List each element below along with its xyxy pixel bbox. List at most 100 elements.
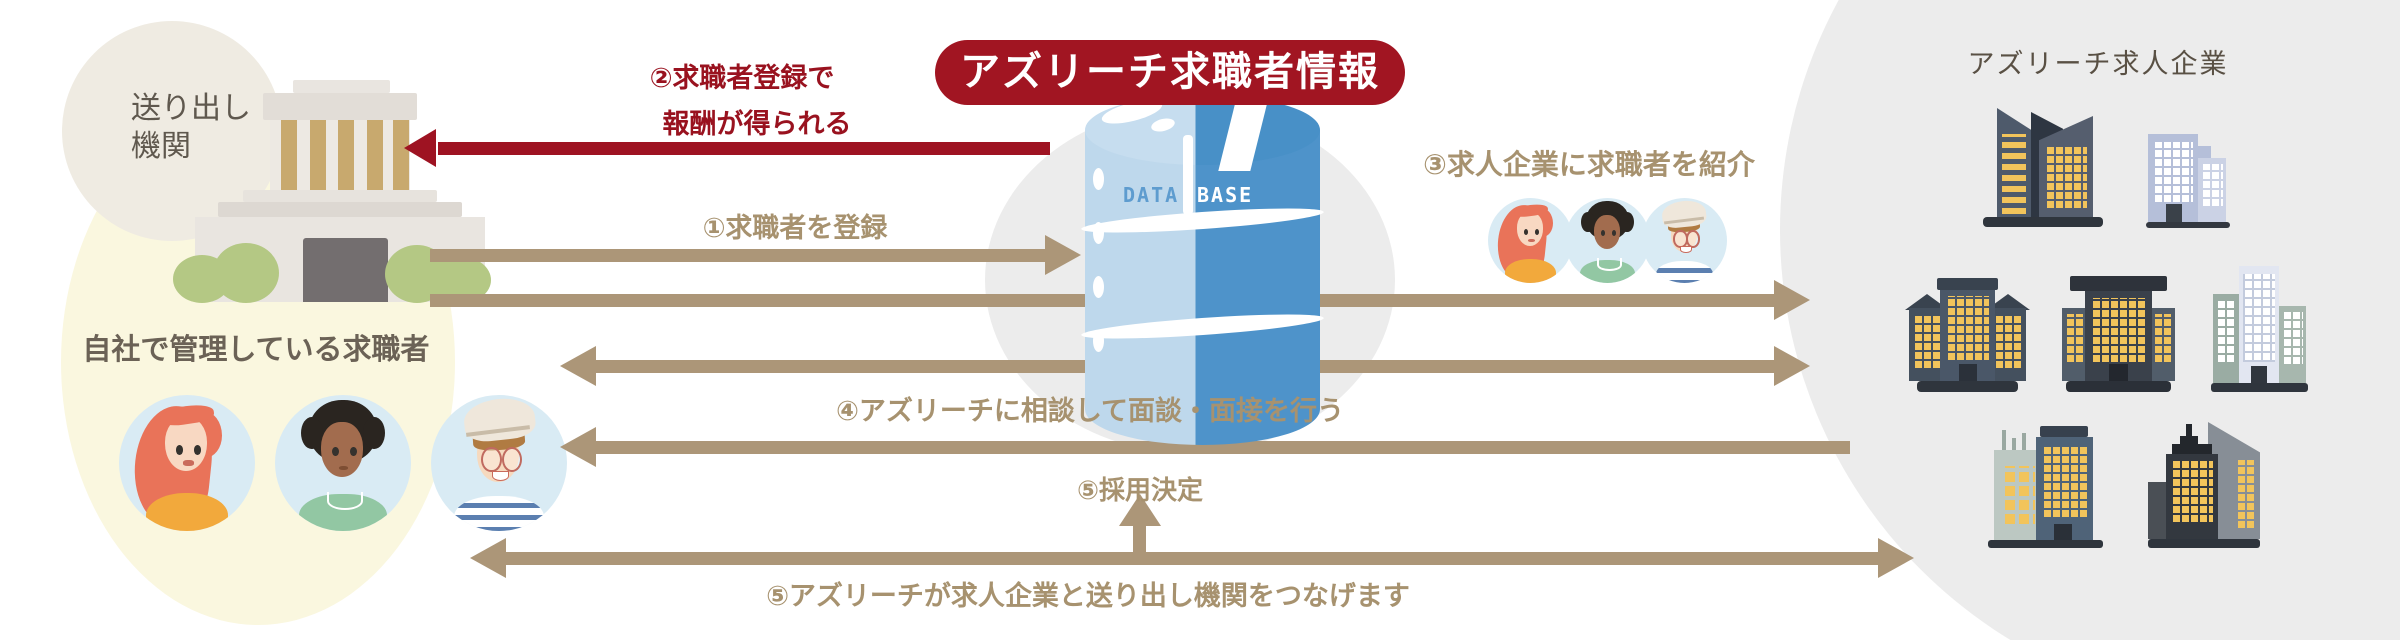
sending-org-label-line2: 機関 (131, 130, 191, 163)
column (367, 120, 383, 190)
db-word-data: DATA (1123, 183, 1180, 207)
eye (193, 445, 201, 455)
windows (2091, 298, 2146, 364)
red-haired-woman-avatar-small (1488, 198, 1573, 283)
sending-org-label-line1: 送り出し (131, 92, 251, 125)
column (281, 120, 297, 190)
building-roof-top (293, 80, 390, 93)
beanie-hat (1661, 198, 1708, 229)
hair (1620, 211, 1634, 232)
arrow-1-register-head (1045, 235, 1081, 275)
roof-slab (1937, 278, 1998, 290)
beanie-glasses-man-avatar-small (1642, 198, 1727, 283)
windows (2002, 134, 2026, 214)
arrow-4b-head-left (560, 427, 596, 467)
door (1959, 364, 1977, 381)
windows (1913, 314, 1941, 370)
office-building-icon (1988, 424, 2103, 548)
db-dot (1093, 276, 1104, 298)
jobseeker-info-badge-label: アズリーチ求職者情報 (960, 50, 1380, 94)
arrow-5-decision-up-line (1133, 522, 1146, 558)
afro-haired-man-avatar-small (1565, 198, 1650, 283)
spire-base (2180, 436, 2198, 446)
db-dot (1093, 222, 1104, 244)
arrow-2-reward-head-left (404, 129, 436, 167)
db-body (1085, 130, 1320, 445)
collar (326, 491, 364, 510)
spire (2186, 424, 2192, 444)
door (2054, 524, 2072, 540)
base (1988, 540, 2103, 548)
column (310, 120, 326, 190)
hiring-companies-title: アズリーチ求人企業 (1967, 49, 2229, 79)
office-building-icon (1905, 278, 2030, 392)
db-word-base: BASE (1197, 183, 1254, 207)
base (2146, 222, 2230, 228)
antenna (2002, 430, 2006, 452)
eye (176, 445, 183, 455)
afro-haired-man-avatar (275, 395, 411, 531)
bush-icon (213, 243, 279, 303)
glasses (1686, 230, 1701, 248)
base (1983, 217, 2103, 227)
flow-1-label: ①求職者を登録 (702, 213, 888, 243)
office-building-icon (2146, 130, 2230, 228)
windows (2282, 312, 2303, 366)
managed-jobseekers-label: 自社で管理している求職者 (82, 334, 430, 366)
eye (1611, 230, 1616, 237)
windows (2042, 445, 2087, 519)
flow-3-label: ③求人企業に求職者を紹介 (1423, 149, 1755, 180)
hair (300, 416, 323, 450)
office-building-icon (2211, 266, 2308, 392)
windows (2171, 460, 2213, 524)
windows (2045, 146, 2087, 210)
beanie-glasses-man-avatar (431, 395, 567, 531)
windows (2201, 164, 2223, 208)
arrow-2-reward-line (438, 142, 1050, 155)
eye (349, 446, 357, 457)
antenna (2012, 438, 2016, 452)
government-building-icon (173, 78, 491, 304)
annex (2148, 482, 2170, 539)
building-door (303, 238, 388, 302)
windows (2236, 460, 2256, 530)
arrow-5-decision-up-head (1119, 494, 1161, 526)
striped-shirt (1656, 260, 1713, 283)
arrow-4a-head-left (560, 346, 596, 386)
windows (2001, 466, 2035, 528)
mouth (1680, 245, 1692, 253)
eye (1534, 229, 1539, 236)
red-haired-woman-avatar (119, 395, 255, 531)
striped-shirt (454, 495, 544, 531)
hair (1581, 211, 1595, 232)
roof-slab (2172, 444, 2212, 454)
face (1593, 215, 1621, 249)
windows (2153, 142, 2193, 204)
jobseeker-info-badge: アズリーチ求職者情報 (935, 40, 1405, 105)
glasses (481, 446, 502, 473)
building-entablature (243, 190, 437, 202)
office-building-icon (2148, 422, 2260, 548)
flow-2-label-line1: ②求職者登録で (649, 63, 835, 93)
door (2251, 366, 2267, 383)
windows (1946, 296, 1989, 362)
db-dot (1093, 330, 1104, 352)
arrow-3-introduce-head (1774, 280, 1810, 320)
arrow-5-connect-line (506, 552, 1878, 565)
eye (1523, 229, 1528, 236)
arrow-1-register-line (430, 249, 1045, 262)
windows (2243, 274, 2275, 362)
flow-5-decision-label: ⑤採用決定 (1076, 475, 1204, 505)
hair (363, 416, 386, 450)
antenna (2022, 433, 2026, 452)
arrow-4a-head-right (1774, 346, 1810, 386)
eye (1600, 230, 1605, 237)
office-building-icon (2062, 276, 2175, 392)
windows (2153, 314, 2172, 364)
windows (2216, 300, 2236, 364)
base (2148, 539, 2260, 548)
mouth (182, 460, 194, 466)
flow-4-label: ④アズリーチに相談して面談・面接を行う (835, 396, 1345, 426)
roof-slab (2070, 276, 2167, 291)
